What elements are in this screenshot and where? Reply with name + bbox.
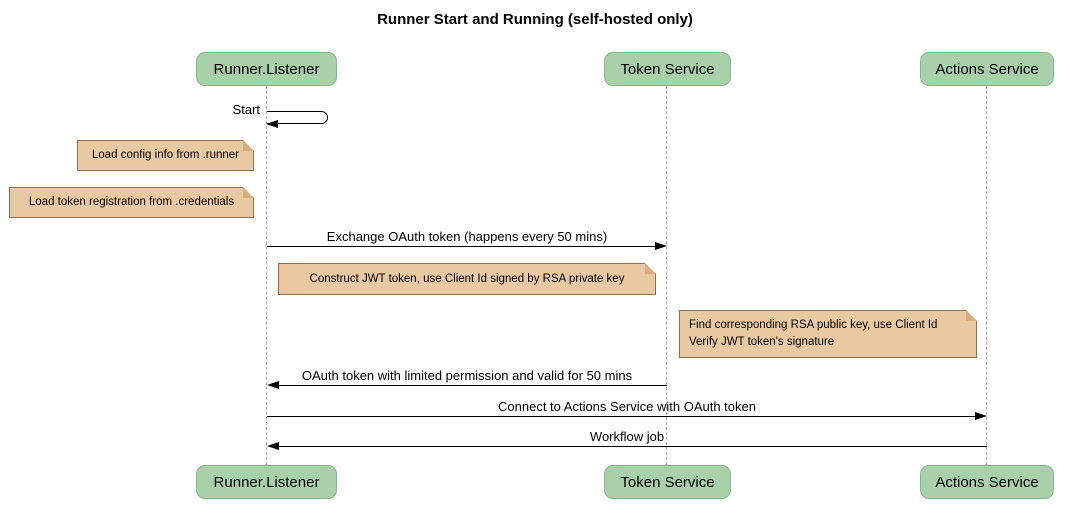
message-connect-actions-label: Connect to Actions Service with OAuth to… <box>498 399 756 414</box>
note-load-token-registration: Load token registration from .credential… <box>9 187 254 218</box>
note-load-config: Load config info from .runner <box>77 140 254 171</box>
participant-token-service-top: Token Service <box>604 52 731 86</box>
participant-actions-service-bottom: Actions Service <box>920 465 1054 499</box>
participant-runner-listener-top: Runner.Listener <box>196 52 337 86</box>
participant-actions-service-top: Actions Service <box>920 52 1054 86</box>
message-oauth-return-line <box>279 385 667 386</box>
message-workflow-job-label: Workflow job <box>589 429 665 444</box>
note-find-rsa-key: Find corresponding RSA public key, use C… <box>679 310 977 358</box>
self-message-arrowhead-icon <box>266 120 278 128</box>
note-construct-jwt: Construct JWT token, use Client Id signe… <box>278 263 656 295</box>
message-exchange-oauth-label: Exchange OAuth token (happens every 50 m… <box>326 229 608 244</box>
message-workflow-job-arrowhead-icon <box>267 442 279 450</box>
message-oauth-return-arrowhead-icon <box>267 381 279 389</box>
message-exchange-oauth-line <box>267 246 656 247</box>
self-message-loop <box>267 111 328 124</box>
participant-runner-listener-bottom: Runner.Listener <box>196 465 337 499</box>
lifeline-token-service <box>666 86 667 465</box>
diagram-title: Runner Start and Running (self-hosted on… <box>377 11 693 28</box>
message-connect-actions-arrowhead-icon <box>975 412 987 420</box>
message-workflow-job-line <box>279 446 987 447</box>
message-connect-actions-line <box>267 416 976 417</box>
message-start-label: Start <box>232 102 260 117</box>
message-oauth-return-label: OAuth token with limited permission and … <box>301 368 633 383</box>
participant-token-service-bottom: Token Service <box>604 465 731 499</box>
lifeline-actions-service <box>986 86 987 465</box>
lifeline-runner-listener <box>266 86 267 465</box>
message-exchange-oauth-arrowhead-icon <box>655 242 667 250</box>
